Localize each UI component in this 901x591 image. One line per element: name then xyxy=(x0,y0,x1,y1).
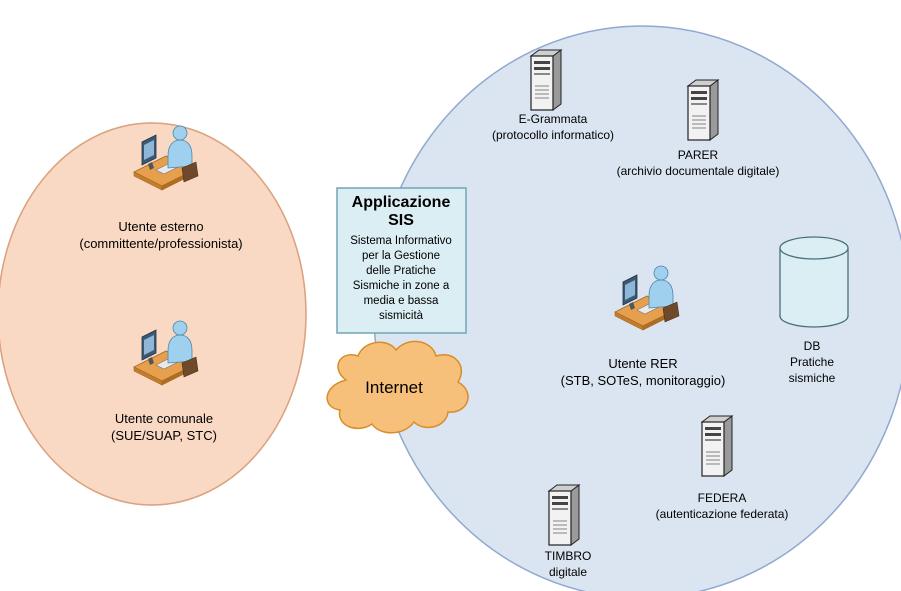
egrammata-node: E-Grammata (protocollo informatico) xyxy=(492,49,614,142)
egrammata-label-1: E-Grammata xyxy=(519,112,588,126)
cloud-icon xyxy=(326,340,469,434)
server-icon xyxy=(701,415,733,477)
application-title-2: SIS xyxy=(388,212,414,229)
user-rer-node: Utente RER (STB, SOTeS, monitoraggio) xyxy=(561,265,726,388)
egrammata-label-2: (protocollo informatico) xyxy=(492,128,614,142)
application-body-5: media e bassa xyxy=(364,295,439,307)
user-external-label-1: Utente esterno xyxy=(118,219,203,234)
user-rer-label-1: Utente RER xyxy=(608,356,677,371)
user-municipal-label-1: Utente comunale xyxy=(115,411,213,426)
internet-cloud: Internet xyxy=(326,340,469,434)
application-body-6: sismicità xyxy=(379,310,424,322)
user-municipal-node: Utente comunale (SUE/SUAP, STC) xyxy=(111,320,217,443)
federa-label-2: (autenticazione federata) xyxy=(656,507,789,521)
parer-label-2: (archivio documentale digitale) xyxy=(617,164,780,178)
server-icon xyxy=(548,484,580,546)
application-sis-box: Applicazione SIS Sistema Informativo per… xyxy=(336,187,467,334)
timbro-label-1: TIMBRO xyxy=(545,549,592,563)
server-icon xyxy=(687,79,719,141)
db-label-1: DB xyxy=(804,339,821,353)
application-body-1: Sistema Informativo xyxy=(350,235,452,247)
timbro-node: TIMBRO digitale xyxy=(545,484,592,579)
application-body-4: Sismiche in zone a xyxy=(353,280,450,292)
federa-node: FEDERA (autenticazione federata) xyxy=(656,415,789,521)
database-icon xyxy=(779,236,849,328)
parer-node: PARER (archivio documentale digitale) xyxy=(617,79,780,178)
internet-label: Internet xyxy=(365,378,423,397)
user-rer-label-2: (STB, SOTeS, monitoraggio) xyxy=(561,373,726,388)
application-title-1: Applicazione xyxy=(352,194,451,211)
timbro-label-2: digitale xyxy=(549,565,587,579)
db-node: DB Pratiche sismiche xyxy=(779,236,849,385)
user-external-node: Utente esterno (committente/professionis… xyxy=(79,125,243,251)
parer-label-1: PARER xyxy=(678,148,719,162)
server-icon xyxy=(530,49,562,111)
user-municipal-label-2: (SUE/SUAP, STC) xyxy=(111,428,217,443)
user-external-label-2: (committente/professionista) xyxy=(79,236,242,251)
federa-label-1: FEDERA xyxy=(698,491,747,505)
db-label-3: sismiche xyxy=(789,371,836,385)
application-body-3: delle Pratiche xyxy=(366,265,436,277)
db-label-2: Pratiche xyxy=(790,355,834,369)
application-body-2: per la Gestione xyxy=(362,250,440,262)
